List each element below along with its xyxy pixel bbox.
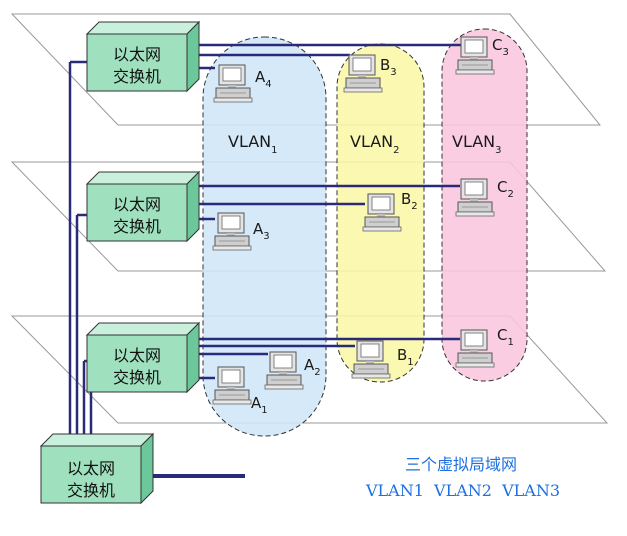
switch-label-line2: 交换机 (67, 481, 115, 500)
computer-label: A4 (255, 68, 272, 90)
computer-label: C2 (497, 178, 514, 200)
switch-label-line1: 以太网 (113, 346, 161, 365)
computer-b2: B2 (362, 190, 418, 232)
computer-c2: C2 (455, 178, 514, 217)
switch-bottom: 以太网 交换机 (86, 322, 200, 393)
switch-backbone: 以太网 交换机 (40, 433, 154, 504)
switch-label-line2: 交换机 (113, 67, 161, 86)
computer-a1: A1 (212, 366, 268, 416)
switch-middle: 以太网 交换机 (86, 171, 200, 242)
computer-label: A2 (304, 356, 321, 378)
vlan-1-region (202, 36, 327, 437)
switch-label-line2: 交换机 (113, 217, 161, 236)
computer-label: A3 (253, 220, 270, 242)
caption-title: 三个虚拟局域网 (405, 455, 517, 474)
computer-label: C1 (497, 326, 514, 348)
computer-c1: C1 (455, 326, 514, 368)
caption-subtitle: VLAN1 VLAN2 VLAN3 (365, 481, 560, 500)
switch-label-line1: 以太网 (113, 195, 161, 214)
computer-label: C3 (492, 36, 509, 58)
switch-top: 以太网 交换机 (86, 21, 200, 92)
computer-a2: A2 (264, 351, 321, 390)
computer-b3: B3 (343, 54, 397, 93)
vlan-3-label: VLAN3 (452, 132, 502, 156)
computer-a4: A4 (213, 64, 272, 103)
vlan-2-label: VLAN2 (350, 132, 400, 156)
computer-a3: A3 (212, 212, 270, 251)
switch-label-line2: 交换机 (113, 368, 161, 387)
switch-label-line1: 以太网 (67, 459, 115, 478)
computer-b1: B1 (351, 340, 414, 379)
computer-label: B1 (397, 346, 414, 368)
computer-label: A1 (251, 394, 268, 416)
vlan-1-label: VLAN1 (228, 132, 278, 156)
computer-label: B2 (401, 190, 418, 212)
switch-label-line1: 以太网 (113, 45, 161, 64)
computer-c3: C3 (455, 36, 509, 75)
computer-label: B3 (380, 56, 397, 78)
